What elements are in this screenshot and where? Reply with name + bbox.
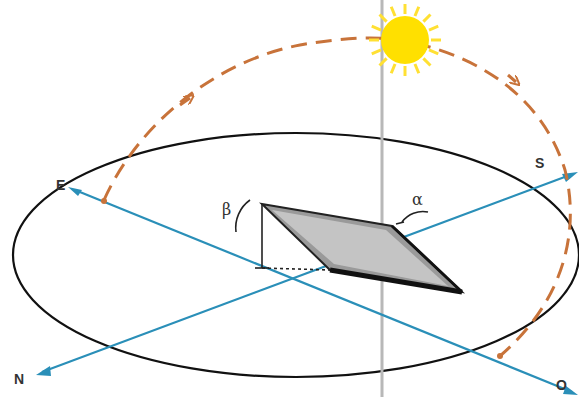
solar-panel — [262, 204, 462, 292]
angle-label: α — [412, 192, 423, 208]
north-south-axis — [42, 175, 570, 372]
east-west-axis — [75, 190, 572, 392]
azimuth-angle — [396, 211, 428, 224]
angle-label: β — [222, 202, 231, 218]
compass-label: O — [556, 378, 567, 392]
compass-label: E — [56, 178, 65, 192]
horizon-ellipse — [13, 133, 579, 377]
compass-label: S — [535, 156, 544, 170]
compass-label: N — [14, 372, 24, 386]
sun-path — [104, 38, 570, 356]
tilt-angle — [236, 200, 330, 270]
sun — [369, 4, 441, 76]
zenith-line — [381, 0, 384, 397]
